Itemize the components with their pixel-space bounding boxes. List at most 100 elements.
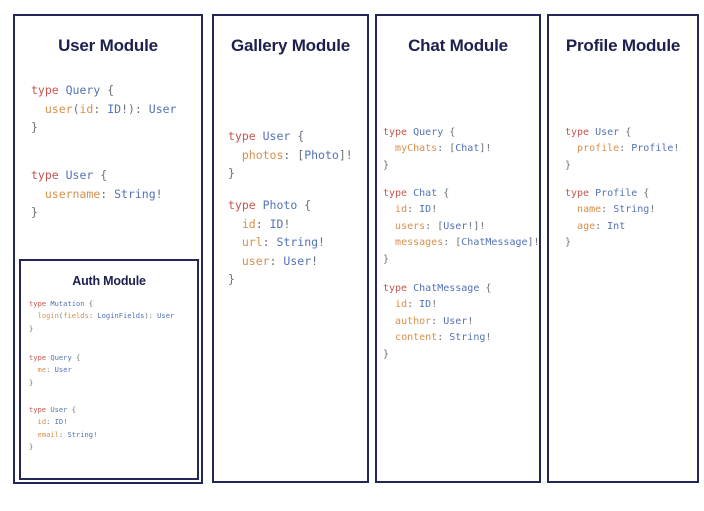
code-token-pun: } (383, 348, 390, 360)
code-token-pun: ! (155, 186, 163, 201)
code-token-pun: ! (318, 235, 325, 250)
code-token-type: ID (419, 204, 432, 216)
code-token-type: User (54, 365, 72, 375)
code-token-pun: : (100, 186, 115, 201)
code-token-type: Int (607, 220, 626, 232)
code-token-pun: : (93, 101, 108, 116)
code-block-auth-query: type Query { me: User } (29, 352, 80, 389)
code-token-fld: email (37, 429, 59, 439)
code-token-fld: age (577, 220, 596, 232)
code-token-type: Photo (304, 147, 339, 162)
code-token-pun: !]! (467, 220, 486, 232)
code-token-pun (29, 365, 38, 374)
code-token-pun: { (619, 127, 632, 138)
code-token-pun: ): (144, 311, 158, 321)
code-token-pun: { (84, 299, 94, 308)
code-block-auth-user: type User { id: ID! email: String! } (29, 404, 97, 453)
code-token-kw: type (31, 168, 66, 182)
code-token-pun (383, 204, 395, 215)
code-token-type: User (443, 220, 468, 232)
code-token-fld: messages (395, 237, 444, 249)
code-token-pun: { (67, 405, 76, 414)
code-token-pun: ! (283, 216, 291, 231)
code-token-pun: { (100, 83, 115, 97)
code-block-chat-chatmessage: type ChatMessage { id: ID! author: User!… (383, 281, 491, 363)
code-token-type: Profile (631, 143, 674, 155)
module-title-profile: Profile Module (565, 36, 681, 55)
code-token-pun (31, 102, 45, 116)
code-token-pun: ! (431, 299, 438, 311)
code-token-pun: } (383, 159, 390, 171)
module-card-auth[interactable]: Auth Module type Mutation { login(fields… (19, 259, 199, 480)
code-token-type: Mutation (50, 299, 85, 308)
code-token-kw: type (29, 299, 51, 308)
code-token-pun (228, 148, 242, 162)
code-token-pun (29, 430, 38, 439)
code-token-type: User (65, 168, 94, 182)
code-token-pun: ! (485, 332, 492, 344)
code-token-type: Query (50, 353, 72, 362)
code-token-pun (31, 187, 45, 201)
code-token-pun: { (290, 129, 305, 143)
code-token-pun: { (71, 353, 81, 362)
module-card-chat[interactable]: Chat Module type Query { myChats: [Chat]… (375, 14, 541, 483)
code-block-gallery-photo: type Photo { id: ID! url: String! user: … (228, 196, 325, 289)
code-token-pun: ! (649, 204, 656, 216)
code-block-chat-chat: type Chat { id: ID! users: [User!]! mess… (383, 186, 540, 268)
code-token-pun (383, 237, 395, 248)
code-token-pun: } (31, 205, 38, 220)
module-card-profile[interactable]: Profile Module type User { profile: Prof… (547, 14, 699, 483)
code-token-pun: : (88, 311, 98, 321)
code-token-type: Chat (455, 143, 480, 155)
code-token-pun: { (443, 127, 456, 138)
code-token-kw: type (228, 198, 263, 212)
code-token-type: User (283, 253, 312, 268)
code-token-type: User (157, 311, 175, 321)
code-token-type: Query (413, 127, 444, 138)
code-token-pun: ( (58, 311, 64, 321)
code-token-fld: id (37, 417, 47, 427)
code-token-pun: { (637, 188, 650, 199)
code-token-fld: user (44, 101, 73, 116)
code-token-pun: { (437, 188, 450, 199)
code-token-fld: username (44, 186, 101, 201)
code-token-pun (29, 311, 38, 320)
code-token-pun: : [ (443, 237, 462, 249)
module-title-auth: Auth Module (72, 274, 146, 288)
code-token-type: String (449, 332, 486, 344)
code-token-fld: user (241, 253, 270, 268)
code-token-type: User (50, 405, 68, 414)
code-token-pun: : (431, 315, 444, 327)
code-token-type: String (613, 204, 650, 216)
code-block-profile-user: type User { profile: Profile! } (565, 125, 679, 174)
code-token-pun: } (29, 323, 34, 333)
code-token-pun: : (619, 143, 632, 155)
code-token-fld: login (37, 311, 59, 321)
code-token-pun: ! (93, 429, 98, 439)
code-token-fld: me (37, 365, 47, 375)
code-token-pun (383, 221, 395, 232)
code-token-type: Photo (262, 198, 298, 212)
module-card-gallery[interactable]: Gallery Module type User { photos: [Phot… (212, 14, 369, 483)
module-card-user[interactable]: User Module type Query { user(id: ID!): … (13, 14, 203, 484)
code-token-pun (383, 332, 395, 343)
code-token-pun: ! (63, 417, 68, 427)
code-token-pun: ( (72, 101, 80, 116)
code-token-pun: } (565, 159, 572, 171)
code-token-kw: type (29, 405, 51, 414)
code-token-pun (228, 254, 242, 268)
code-token-type: String (276, 235, 319, 250)
code-token-pun: ! (311, 253, 319, 268)
code-block-profile-profile: type Profile { name: String! age: Int } (565, 186, 655, 252)
code-token-pun: : [ (283, 147, 305, 162)
code-token-type: ChatMessage (413, 283, 480, 294)
code-token-pun (383, 299, 395, 310)
code-token-pun: ! (467, 315, 474, 327)
code-token-pun (383, 316, 395, 327)
code-token-kw: type (29, 353, 51, 362)
code-token-pun: { (297, 198, 312, 212)
code-token-pun: ! (431, 204, 438, 216)
code-token-pun: : (46, 417, 55, 427)
code-token-pun (29, 417, 38, 426)
